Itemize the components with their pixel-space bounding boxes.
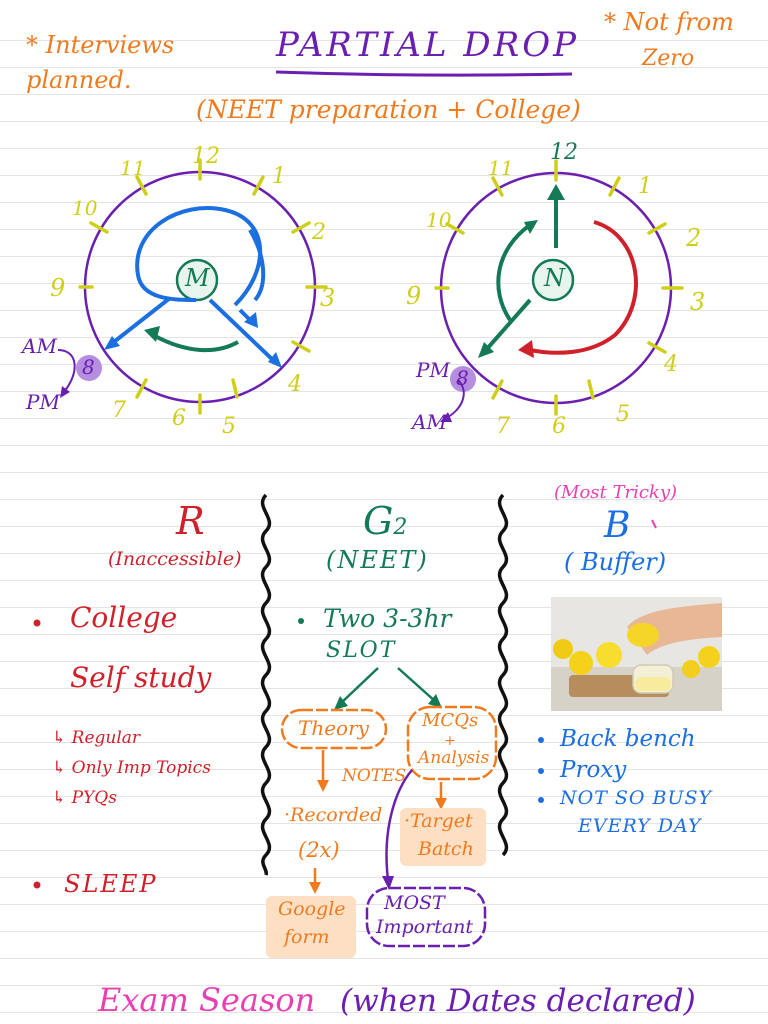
clock-night-ticks — [434, 159, 684, 416]
clock-morning-number-9: 9 — [50, 274, 66, 302]
important-cloud — [365, 886, 487, 948]
column-g-letter-subscript: 2 — [393, 515, 408, 540]
column-g-letter: G2 — [363, 502, 407, 540]
clock-night-am-label: AM — [412, 410, 447, 434]
column-b-item-not-so-busy: NOT SO BUSY — [560, 787, 713, 809]
clock-night-number-6: 6 — [552, 414, 566, 439]
clock-night-face — [434, 159, 684, 422]
target-batch-line1: ·Target — [404, 810, 473, 832]
bullet-dot — [298, 618, 304, 624]
bullet-dot — [33, 619, 41, 627]
clock-morning-number-10: 10 — [72, 196, 98, 220]
clock-morning-number-3: 3 — [320, 284, 336, 312]
recorded-label: ·Recorded — [284, 804, 383, 826]
column-r-sub-item-imp-topics: ↳ Only Imp Topics — [52, 758, 211, 778]
footer-exam-season: Exam Season — [98, 981, 316, 1019]
clock-night-number-4: 4 — [664, 352, 678, 377]
bullet-dot — [538, 768, 544, 774]
clock-morning-number-6: 6 — [172, 406, 186, 431]
google-form-highlight — [266, 896, 356, 958]
bullet-dot — [538, 797, 544, 803]
divider-right — [497, 493, 509, 857]
clock-night-number-7: 7 — [496, 414, 510, 439]
clock-morning-ticks — [78, 158, 328, 415]
clock-night-marker-number: 8 — [456, 366, 469, 390]
google-form-line2: form — [284, 926, 330, 948]
column-r-subtitle: (Inaccessible) — [108, 548, 242, 570]
not-from-zero-note-line2: Zero — [642, 46, 695, 71]
theory-cloud — [280, 708, 388, 750]
theory-box-label: Theory — [298, 716, 369, 740]
clock-night-marker — [450, 366, 476, 392]
column-g-slot-line2: SLOT — [326, 638, 397, 663]
column-b-tricky-note: (Most Tricky) — [554, 482, 678, 503]
lemon-photo-illustration — [551, 597, 722, 711]
page-subtitle: (NEET preparation + College) — [196, 95, 581, 124]
column-r-sub-item-pyqs: ↳ PYQs — [52, 788, 117, 808]
clock-night-number-10: 10 — [426, 208, 452, 232]
clock-night-center — [531, 258, 575, 302]
column-b-item-every-day: EVERY DAY — [578, 815, 702, 837]
most-important-line2: Important — [376, 916, 474, 938]
column-r-letter: R — [176, 499, 205, 543]
interviews-note: * Interviews planned. — [26, 31, 175, 94]
recorded-speed-label: (2x) — [298, 838, 340, 862]
clock-morning-marker-number: 8 — [82, 355, 95, 379]
most-important-line1: MOST — [384, 892, 445, 914]
clock-night-center-letter: N — [544, 264, 565, 292]
column-b-item-back-bench: Back bench — [560, 726, 696, 752]
google-form-line1: Google — [278, 898, 346, 920]
clock-morning-face — [57, 158, 328, 415]
clock-morning-pm-label: PM — [26, 390, 60, 414]
clock-morning-number-12: 12 — [192, 144, 220, 169]
clock-night-number-12: 12 — [550, 140, 578, 165]
clock-morning-number-2: 2 — [312, 220, 326, 245]
page-title: PARTIAL DROP — [276, 25, 579, 65]
mcq-cloud — [406, 705, 498, 781]
clock-night-pm-label: PM — [416, 358, 450, 382]
clock-morning-number-11: 11 — [120, 156, 146, 180]
clock-morning-center — [175, 258, 219, 302]
column-r-self-study: Self study — [70, 661, 212, 694]
clock-morning-number-4: 4 — [288, 372, 302, 397]
column-r-sub-item-regular: ↳ Regular — [52, 728, 141, 748]
clock-morning-marker — [76, 355, 102, 381]
bullet-dot — [33, 881, 41, 889]
notes-label: NOTES — [342, 766, 407, 786]
column-r-bullet-sleep: SLEEP — [64, 870, 158, 898]
mcq-box-plus: + — [444, 733, 456, 749]
mcq-box-line2: Analysis — [418, 748, 490, 768]
clock-morning-am-label: AM — [22, 334, 57, 358]
target-batch-line2: Batch — [418, 838, 474, 860]
column-b-subtitle: ( Buffer) — [564, 548, 667, 576]
column-b-letter: B — [604, 505, 631, 546]
column-g-letter-main: G — [363, 499, 394, 543]
column-g-subtitle: (NEET) — [326, 546, 429, 574]
footer-dates-declared: (when Dates declared) — [340, 983, 696, 1019]
column-b-item-proxy: Proxy — [560, 757, 627, 783]
clock-night-number-2: 2 — [686, 224, 702, 252]
lemon-squeeze-photo — [551, 597, 722, 711]
column-r-bullet-college: College — [70, 601, 178, 634]
mcq-box-line1: MCQs — [422, 710, 479, 731]
title-underline — [275, 70, 573, 77]
column-g-slot-line1: Two 3-3hr — [323, 604, 452, 633]
bullet-dot — [538, 737, 544, 743]
clock-morning-number-5: 5 — [222, 414, 236, 439]
clock-morning-center-letter: M — [185, 264, 210, 292]
target-batch-highlight — [400, 808, 486, 866]
not-from-zero-note-line1: * Not from — [604, 8, 734, 36]
clock-night-number-9: 9 — [406, 282, 422, 310]
divider-left — [260, 493, 272, 876]
clock-morning-number-1: 1 — [272, 164, 286, 189]
clock-night-number-11: 11 — [488, 156, 514, 180]
clock-morning-number-7: 7 — [112, 398, 126, 423]
clock-night-number-1: 1 — [638, 174, 652, 199]
clock-night-number-3: 3 — [690, 288, 706, 316]
clock-night-number-5: 5 — [616, 402, 630, 427]
